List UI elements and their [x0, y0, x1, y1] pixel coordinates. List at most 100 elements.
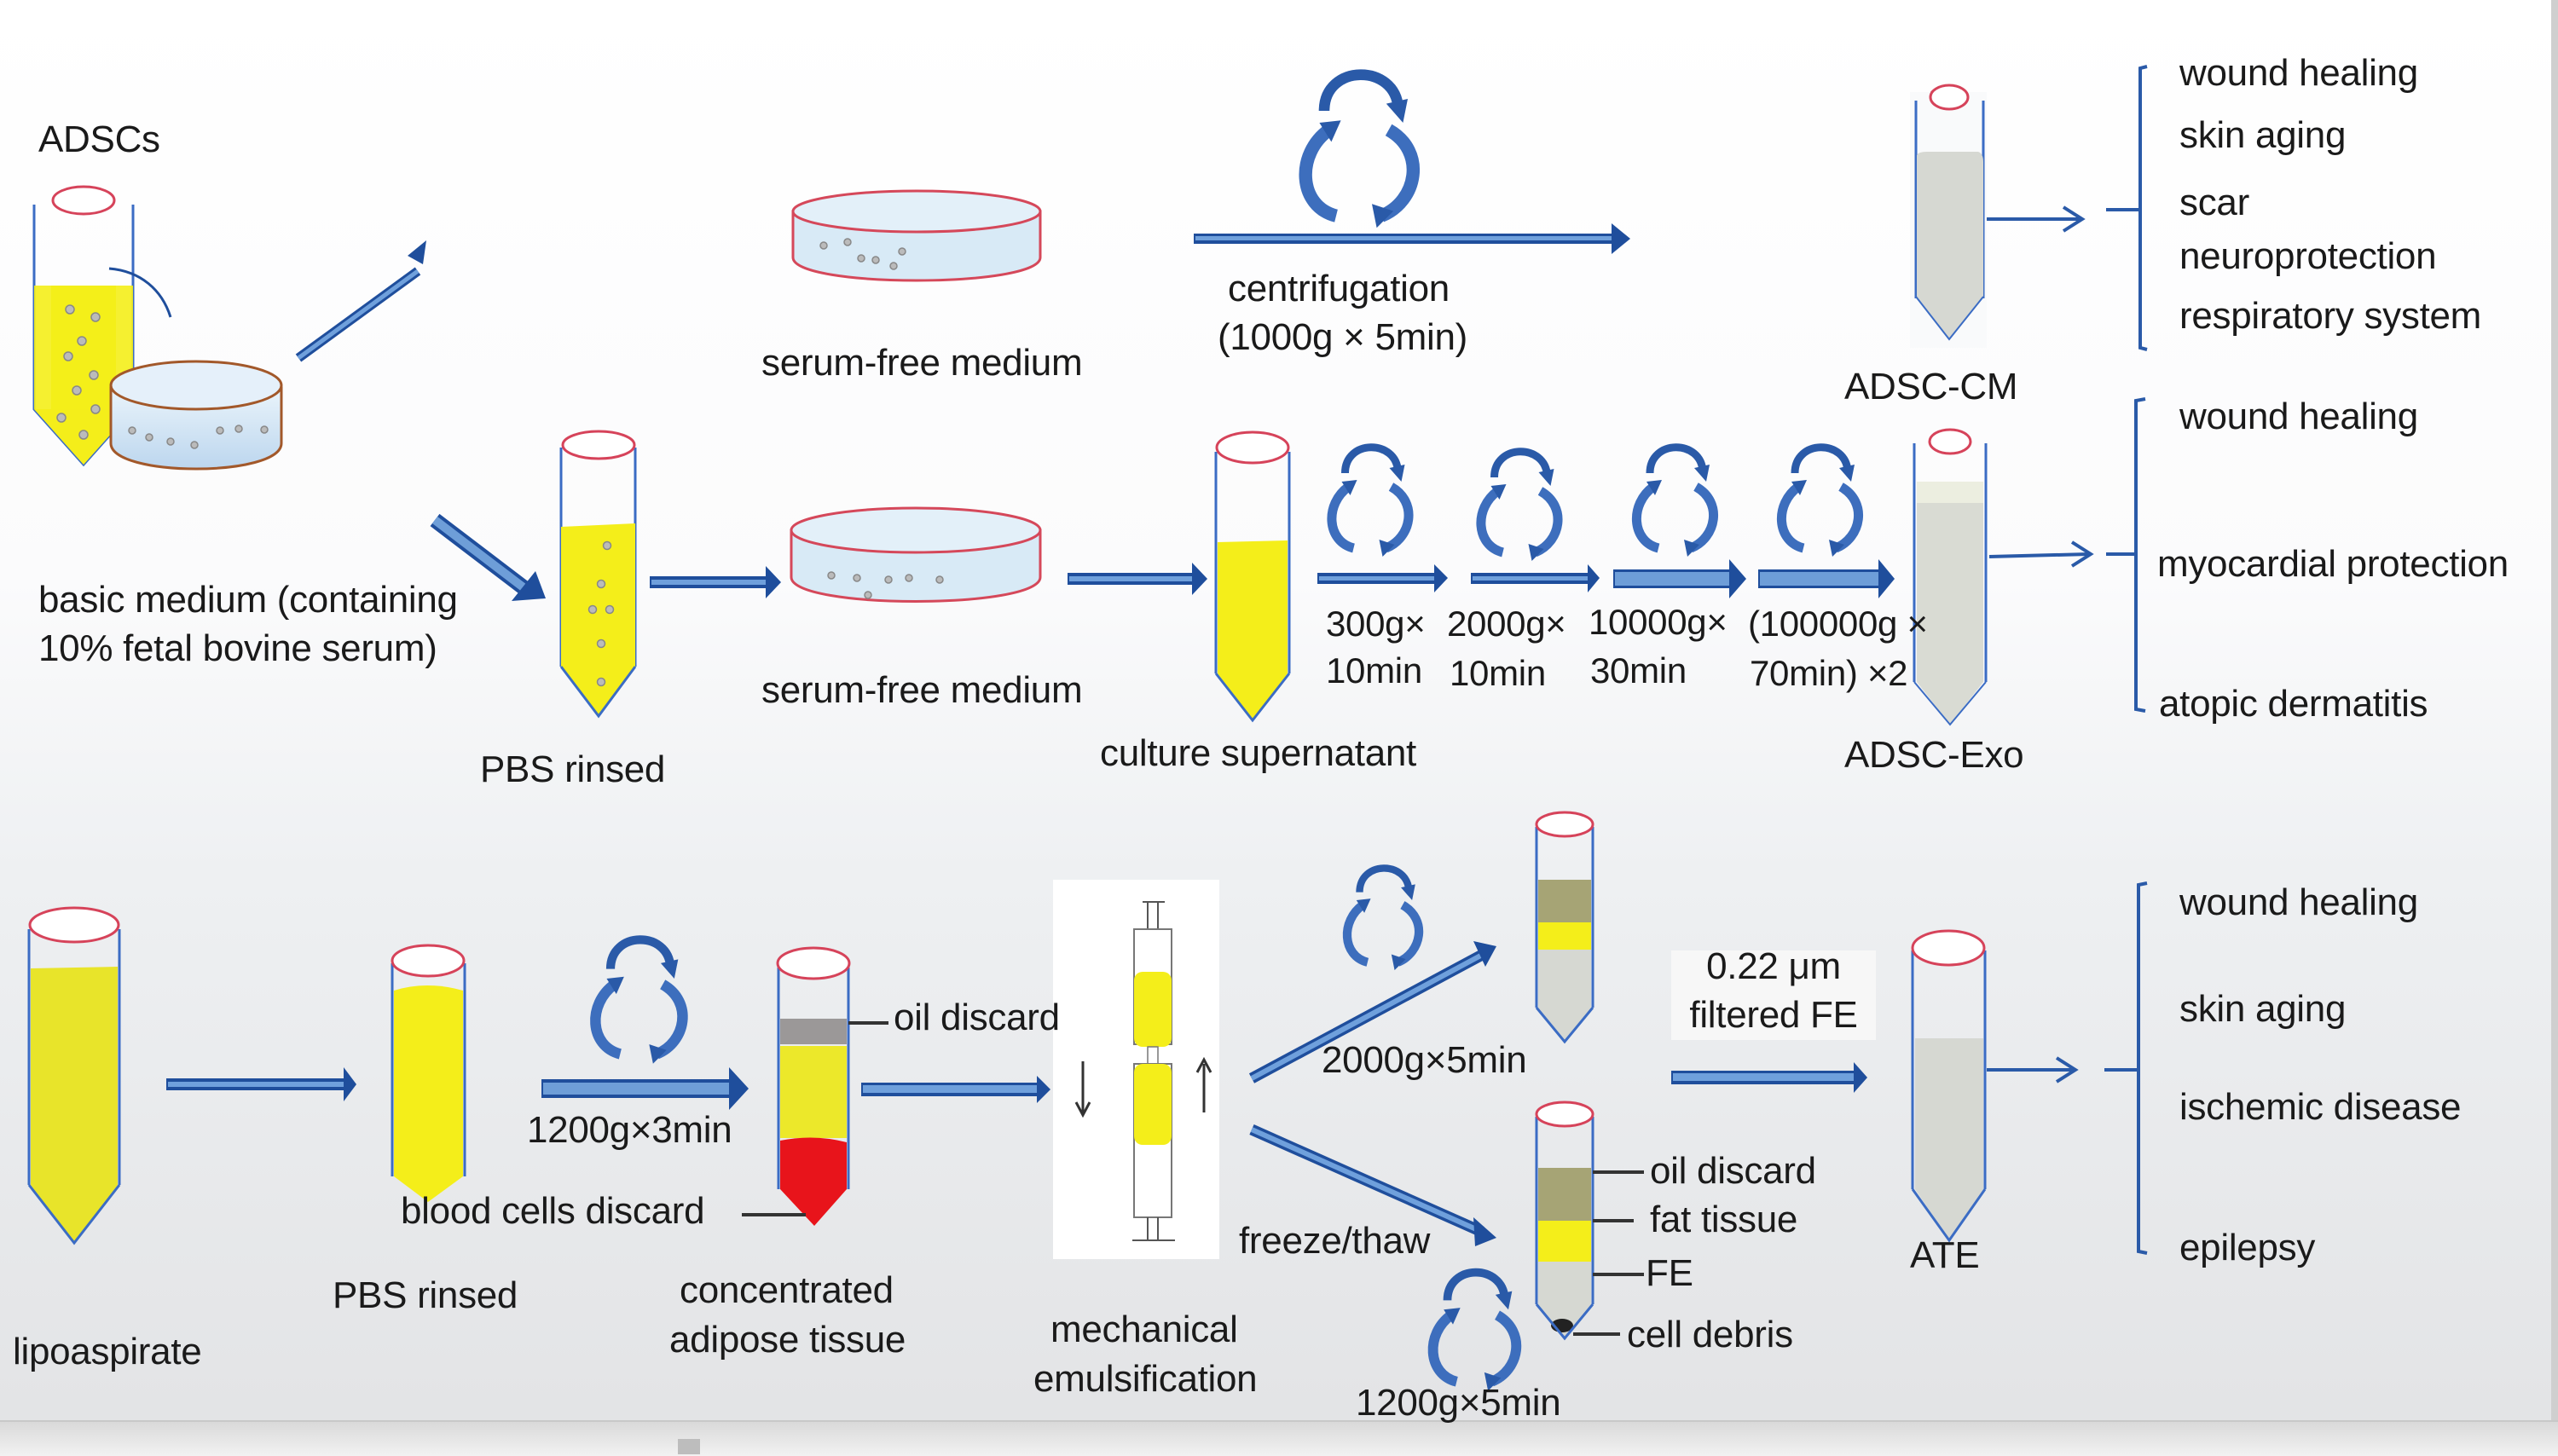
spin-icon-3: [1636, 448, 1713, 557]
serum-free-dish-row2: [790, 506, 1042, 603]
label-pbs-rinsed-row2: PBS rinsed: [480, 748, 666, 790]
ate-tube: [1911, 929, 1987, 1243]
syringe-pair: [1074, 901, 1212, 1241]
label-centrifugation-params: (1000g × 5min): [1218, 316, 1467, 358]
bracket-ate: [2104, 881, 2148, 1255]
spin-icon-2: [1481, 452, 1558, 561]
tube-freeze-thaw: [1535, 1101, 1644, 1341]
cm-app-item: neuroprotection: [2179, 235, 2437, 277]
adscs-tube: [32, 185, 135, 467]
exo-app-item: atopic dermatitis: [2159, 683, 2428, 725]
arrow-to-2000g: [1248, 941, 1496, 1083]
ate-app-item: epilepsy: [2179, 1227, 2316, 1268]
label-basic-medium-2: 10% fetal bovine serum): [38, 627, 437, 669]
pour-arc: [108, 267, 172, 318]
label-concentrated-2: adipose tissue: [669, 1319, 906, 1361]
ate-app-item: ischemic disease: [2179, 1086, 2462, 1128]
arrow-dish-to-supernatant: [1068, 563, 1207, 595]
label-filter-size: 0.22 μm: [1706, 945, 1841, 987]
concentrated-adipose-tube: [742, 946, 888, 1226]
layer-label: fat tissue: [1650, 1199, 1798, 1240]
label-pbs-rinsed-row3: PBS rinsed: [333, 1274, 518, 1316]
arrow-cm-to-apps: [1987, 205, 2086, 233]
frame-bottom-bar: [0, 1420, 2558, 1456]
culture-dish-basic: [109, 360, 283, 471]
lipoaspirate-tube: [27, 906, 121, 1245]
label-mechanical-1: mechanical: [1050, 1309, 1238, 1350]
label-adsc-cm: ADSC-CM: [1844, 366, 2018, 407]
pbs-rinsed-tube-row2: [559, 430, 637, 719]
label-ate: ATE: [1910, 1234, 1980, 1276]
arrow-pbs-to-concentrated: [541, 1067, 749, 1110]
step-1-time: 10min: [1326, 650, 1422, 690]
arrow-concentrated-to-emulsify: [861, 1076, 1050, 1103]
spin-icon-2000-5: [1347, 868, 1419, 970]
spin-icon-1200-3: [595, 939, 682, 1063]
label-concentrated-1: concentrated: [680, 1269, 894, 1311]
exo-app-item: myocardial protection: [2157, 543, 2509, 585]
label-lipoaspirate: lipoaspirate: [13, 1331, 202, 1372]
step-2-speed: 2000g×: [1447, 604, 1566, 644]
arrow-to-pbs-rinsed: [430, 513, 546, 601]
label-oil-discard: oil discard: [894, 997, 1060, 1038]
spin-icon-1: [1332, 448, 1409, 557]
step-2-time: 10min: [1450, 653, 1546, 693]
cm-app-item: respiratory system: [2179, 295, 2482, 337]
arrow-lipo-to-pbs: [166, 1067, 356, 1101]
label-spin-2000-5: 2000g×5min: [1322, 1039, 1527, 1081]
layer-label: cell debris: [1627, 1314, 1793, 1355]
label-spin-1200-5: 1200g×5min: [1356, 1382, 1561, 1424]
layer-label: FE: [1646, 1252, 1693, 1294]
spin-icon-4: [1781, 448, 1858, 557]
culture-supernatant-tube: [1214, 430, 1291, 723]
label-freeze-thaw: freeze/thaw: [1239, 1220, 1431, 1262]
label-filtered-fe: filtered FE: [1689, 994, 1858, 1036]
label-mechanical-2: emulsification: [1033, 1358, 1258, 1400]
ate-app-item: wound healing: [2179, 881, 2418, 923]
label-blood-discard: blood cells discard: [401, 1190, 705, 1232]
label-culture-supernatant: culture supernatant: [1100, 732, 1416, 774]
step-4-time: 70min) ×2: [1750, 653, 1908, 693]
step-3-speed: 10000g×: [1589, 602, 1728, 642]
arrow-filter-to-ate: [1671, 1062, 1867, 1093]
exo-app-item: wound healing: [2179, 396, 2418, 437]
adsc-exo-tube: [1913, 428, 1988, 726]
arrow-exo-to-apps: [1988, 540, 2094, 568]
label-centrifugation: centrifugation: [1228, 268, 1450, 309]
cm-app-item: scar: [2179, 182, 2249, 223]
arrow-ate-to-apps: [1987, 1056, 2079, 1083]
arrow-to-freeze-thaw: [1249, 1124, 1496, 1246]
layer-label: oil discard: [1650, 1150, 1816, 1192]
bracket-exo: [2106, 397, 2146, 713]
label-serum-free-row2: serum-free medium: [761, 669, 1083, 711]
step-4-speed: (100000g ×: [1748, 604, 1928, 644]
filter-label-panel: [1671, 950, 1876, 1040]
cm-app-item: skin aging: [2179, 114, 2347, 156]
step-1-speed: 300g×: [1326, 604, 1426, 644]
label-basic-medium-1: basic medium (containing: [38, 579, 458, 621]
serum-free-dish-top: [791, 189, 1042, 282]
step-3-time: 30min: [1590, 650, 1687, 690]
centrifuge-step-3: [1613, 448, 1746, 598]
adsc-cm-tube-body: [1910, 84, 1987, 348]
arrow-pbs-to-dish: [650, 566, 781, 598]
cm-app-item: wound healing: [2179, 52, 2418, 94]
label-adscs: ADSCs: [38, 118, 160, 160]
centrifuge-step-4: [1758, 448, 1895, 598]
bracket-cm: [2106, 65, 2148, 351]
ate-app-item: skin aging: [2179, 988, 2347, 1030]
centrifuge-spin-icon: [1305, 75, 1413, 228]
centrifuge-step-2: [1471, 452, 1600, 592]
label-spin-1200-3: 1200g×3min: [527, 1109, 732, 1151]
label-adsc-exo: ADSC-Exo: [1844, 734, 2024, 776]
frame-right-edge: [2551, 0, 2558, 1441]
tube-2000g: [1535, 811, 1594, 1044]
frame-scroll-knob[interactable]: [678, 1439, 700, 1454]
pbs-rinsed-tube-row3: [391, 944, 466, 1202]
centrifuge-step-1: [1317, 448, 1448, 592]
centrifugation-arrow: [1194, 223, 1630, 254]
label-serum-free-top: serum-free medium: [761, 342, 1083, 384]
spin-icon-1200-5: [1433, 1273, 1517, 1391]
arrow-to-serum-free-top: [295, 240, 426, 362]
